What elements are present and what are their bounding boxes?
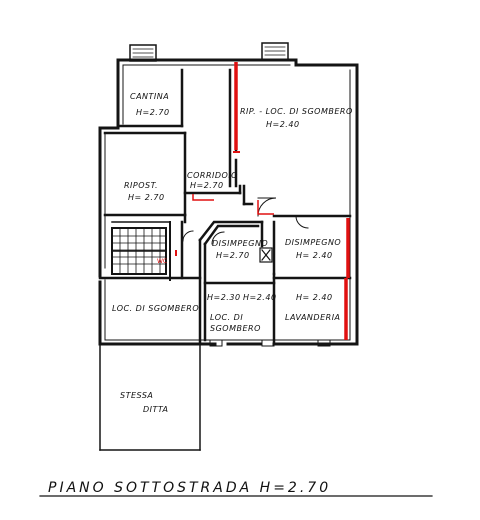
corridoio-height: H=2.70	[190, 181, 224, 190]
disimpegno-center-name: DISIMPEGNO	[212, 239, 268, 248]
stessa-ditta-annex	[99, 343, 201, 451]
corridoio-name: CORRIDOIO	[187, 171, 238, 180]
red-door-frame	[257, 200, 274, 215]
stessa-ditta-line2: DITTA	[143, 405, 169, 414]
loc-sgombero-left-name: LOC. DI SGOMBERO	[112, 304, 199, 313]
loc-sgombero-center-height-a: H=2.30	[207, 293, 241, 302]
outer-walls-inner	[104, 64, 351, 341]
window-marks	[209, 339, 331, 347]
disimpegno-center-height: H=2.70	[216, 251, 250, 260]
red-highlights	[175, 62, 350, 340]
wc-fixtures	[259, 247, 273, 263]
disimpegno-walls	[198, 214, 352, 346]
middle-walls	[98, 213, 202, 280]
wc-label: WC	[157, 258, 167, 265]
light-well-right	[261, 42, 289, 61]
plan-title: PIANO SOTTOSTRADA H=2.70	[48, 480, 331, 496]
ripost-height: H= 2.70	[128, 193, 165, 202]
staircase	[111, 221, 171, 281]
cantina-height: H=2.70	[136, 108, 170, 117]
rip-sgombero-height: H=2.40	[266, 120, 300, 129]
red-corridor-door	[192, 194, 214, 201]
loc-sgombero-center-height-b: H=2.40	[243, 293, 277, 302]
disimpegno-right-height: H= 2.40	[296, 251, 333, 260]
lavanderia-height: H= 2.40	[296, 293, 333, 302]
ripost-walls	[103, 131, 187, 217]
disimpegno-right-name: DISIMPEGNO	[285, 238, 341, 247]
loc-sgombero-center-name-2: SGOMBERO	[210, 324, 261, 333]
rip-sgombero-name: RIP. - LOC. DI SGOMBERO	[240, 107, 353, 116]
stessa-ditta-line1: STESSA	[120, 391, 153, 400]
cantina-walls	[116, 68, 184, 128]
cantina-name: CANTINA	[130, 92, 169, 101]
loc-sgombero-center-name-1: LOC. DI	[210, 313, 243, 322]
ripost-name: RIPOST.	[124, 181, 158, 190]
outer-walls	[98, 58, 359, 346]
lavanderia-name: LAVANDERIA	[285, 313, 341, 322]
